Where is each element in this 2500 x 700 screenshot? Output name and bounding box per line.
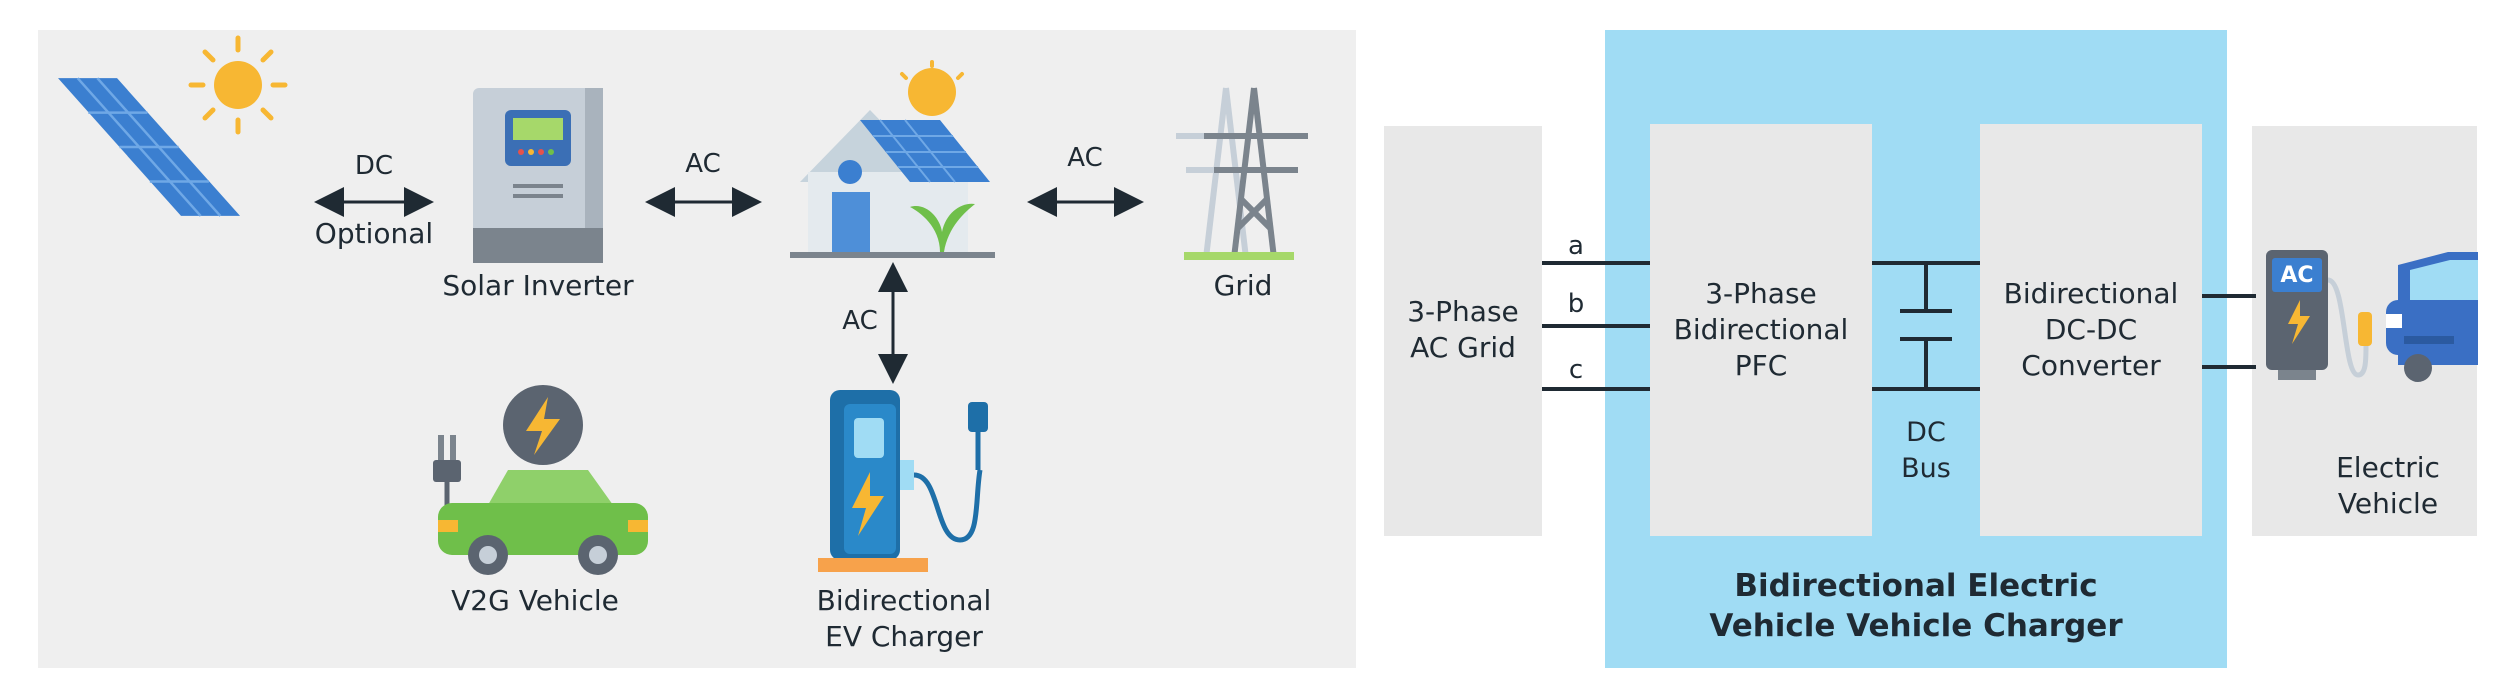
grid-label: Grid [1213, 269, 1273, 302]
ac-grid-block [1384, 126, 1542, 536]
dc-arrow [314, 187, 1144, 384]
ac-label-inverter-house: AC [685, 149, 721, 179]
optional-label: Optional [314, 217, 434, 250]
charger-label-line1: Bidirectional [816, 584, 992, 617]
charger-label-line2: EV Charger [825, 620, 983, 653]
solar-panel-icon [58, 77, 241, 217]
house-icon [790, 60, 995, 258]
charger-title-line2: Vehicle Vehicle Charger [1709, 608, 2123, 644]
pfc-block [1650, 124, 1872, 536]
dc-label: DC [354, 151, 394, 181]
phase-a-label: a [1568, 231, 1584, 261]
ev-line2: Vehicle [2337, 487, 2439, 520]
dcdc-line2: DC-DC [2044, 313, 2138, 346]
left-diagram-panel: DC Optional Solar Inverter AC AC [38, 30, 1356, 668]
station-ac-text: AC [2280, 263, 2313, 288]
ev-line1: Electric [2336, 451, 2440, 484]
dcdc-line1: Bidirectional [2003, 277, 2179, 310]
pfc-line1: 3-Phase [1705, 277, 1817, 310]
pylon-icon [1176, 87, 1308, 260]
pfc-line3: PFC [1734, 349, 1788, 382]
ac-label-house-charger: AC [842, 306, 878, 336]
dc-bus-line1: DC [1906, 417, 1946, 448]
ac-label-house-grid: AC [1067, 143, 1103, 173]
v2g-vehicle-label: V2G Vehicle [451, 584, 619, 617]
dc-bus-line2: Bus [1901, 453, 1951, 484]
dcdc-block [1980, 124, 2202, 536]
ac-grid-line2: AC Grid [1410, 331, 1516, 364]
pfc-line2: Bidirectional [1673, 313, 1849, 346]
sun-icon [188, 35, 288, 135]
phase-c-label: c [1568, 355, 1584, 385]
charger-title-line1: Bidirectional Electric [1734, 568, 2098, 604]
charging-station-icon: AC [2266, 250, 2372, 380]
solar-inverter-label: Solar Inverter [442, 269, 634, 302]
dcdc-line3: Converter [2021, 349, 2161, 382]
v2g-car-icon [433, 385, 648, 575]
ev-charger-icon [818, 390, 988, 572]
inverter-icon [473, 88, 603, 263]
phase-b-label: b [1567, 289, 1585, 319]
ac-grid-line1: 3-Phase [1407, 295, 1519, 328]
electric-car-icon [2386, 252, 2478, 382]
